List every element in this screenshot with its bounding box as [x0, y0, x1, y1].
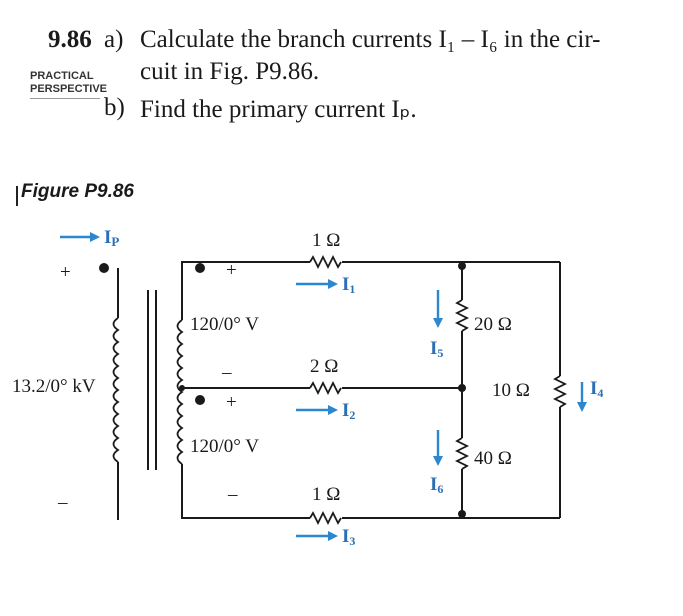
part-b-label: b) — [104, 94, 125, 121]
primary-minus: – — [57, 492, 68, 513]
resistor-40ohm — [454, 437, 470, 470]
resistor-bot-1ohm — [309, 510, 342, 526]
part-a-line-1: Calculate the branch currents I₁ – I₆ in… — [140, 26, 601, 53]
upper-plus: + — [226, 260, 237, 281]
r-20-label: 20 Ω — [474, 314, 512, 335]
i2-label: I2 — [342, 400, 355, 422]
primary-coil — [112, 317, 120, 463]
i4-label: I4 — [590, 378, 603, 400]
node-top — [458, 262, 466, 270]
resistor-20ohm — [454, 299, 470, 332]
primary-dot — [99, 263, 109, 273]
source-voltage-label: 13.2/0° kV — [12, 376, 96, 397]
bottom-wire-left — [181, 464, 310, 519]
lower-dot — [195, 395, 205, 405]
upper-dot — [195, 263, 205, 273]
i5-arrowhead — [433, 318, 443, 328]
i1-label: I1 — [342, 274, 355, 296]
i1-arrowhead — [328, 279, 338, 289]
lower-minus: – — [227, 484, 238, 505]
i3-arrowhead — [328, 531, 338, 541]
figure-title: Figure P9.86 — [21, 181, 134, 202]
resistor-mid-2ohm — [309, 380, 342, 396]
lower-plus: + — [226, 392, 237, 413]
r-top-label: 1 Ω — [312, 230, 340, 251]
node-bot — [458, 510, 466, 518]
i6-arrowhead — [433, 456, 443, 466]
center-tap-node — [179, 385, 185, 391]
upper-voltage-label: 120/0° V — [190, 314, 259, 335]
tag-line-2: PERSPECTIVE — [30, 83, 108, 95]
r-bot-label: 1 Ω — [312, 484, 340, 505]
upper-minus: – — [221, 362, 232, 383]
r-40-label: 40 Ω — [474, 448, 512, 469]
practical-perspective-tag: PRACTICAL PERSPECTIVE — [30, 70, 107, 96]
primary-current-arrowhead — [90, 232, 100, 242]
figure-title-bar — [16, 186, 18, 206]
problem-number: 9.86 — [48, 26, 92, 53]
primary-plus: + — [60, 262, 71, 283]
resistor-top-1ohm — [309, 254, 342, 270]
resistor-10ohm — [552, 375, 568, 408]
primary-current-label: IP — [104, 227, 119, 249]
tag-underline — [30, 98, 100, 99]
lower-voltage-label: 120/0° V — [190, 436, 259, 457]
top-wire-left — [181, 261, 310, 320]
r-mid-label: 2 Ω — [310, 356, 338, 377]
part-b-text: Find the primary current Iₚ. — [140, 96, 417, 123]
node-mid — [458, 384, 466, 392]
i2-arrowhead — [328, 405, 338, 415]
part-a-line-2: cuit in Fig. P9.86. — [140, 58, 320, 85]
i3-label: I3 — [342, 526, 355, 548]
part-a-label: a) — [104, 26, 124, 53]
r-10-label: 10 Ω — [492, 380, 530, 401]
i5-label: I5 — [430, 338, 443, 360]
i6-label: I6 — [430, 474, 443, 496]
secondary-coil — [176, 319, 184, 465]
i4-arrowhead — [577, 402, 587, 412]
tag-line-1: PRACTICAL — [30, 70, 94, 82]
